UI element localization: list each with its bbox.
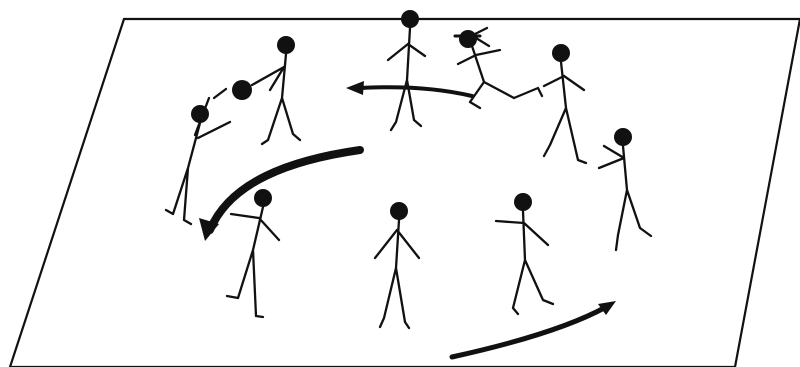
ball [232,80,252,100]
ground-plane [10,19,800,367]
